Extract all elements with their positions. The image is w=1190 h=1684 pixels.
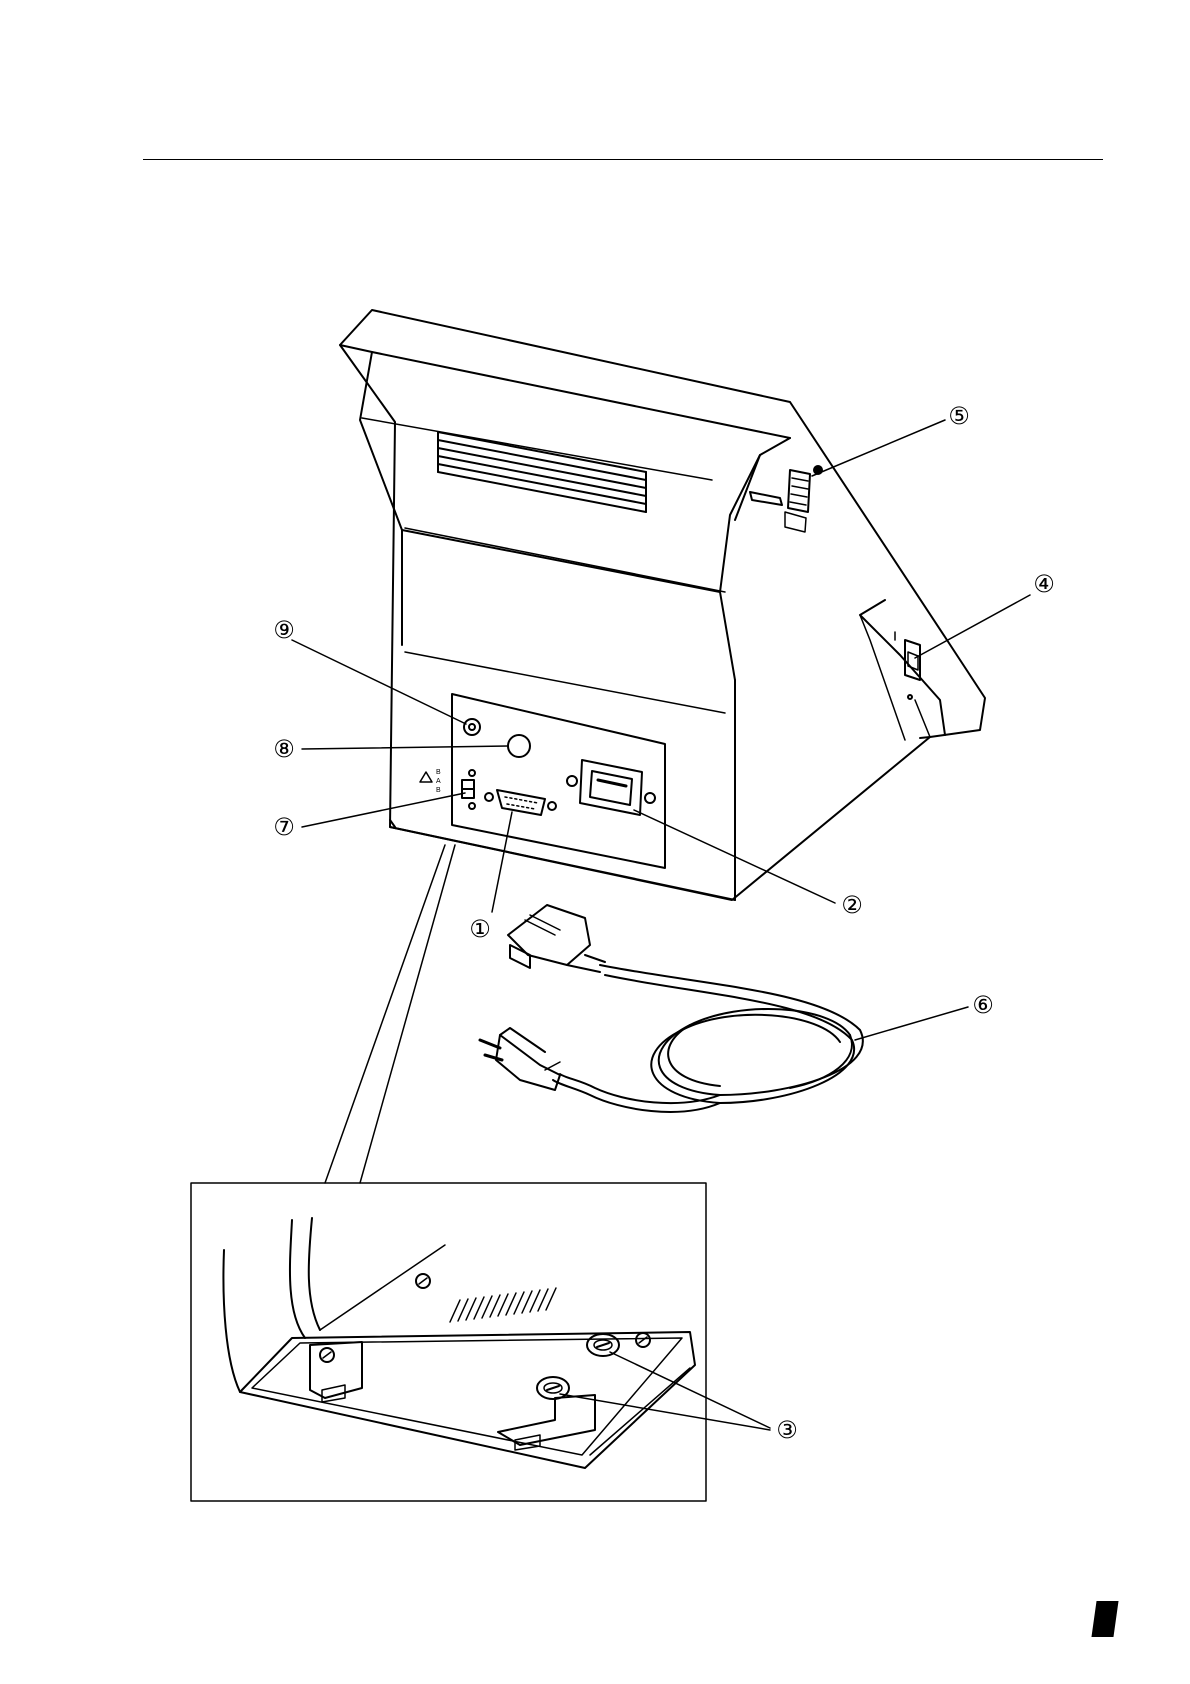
callout-7: ⑦ — [273, 813, 295, 841]
jack-9 — [464, 719, 480, 735]
power-cord-6 — [480, 905, 863, 1112]
callout-1: ① — [469, 915, 491, 943]
zoom-lines — [325, 845, 455, 1183]
serial-connector-1 — [485, 790, 556, 815]
connector-8 — [508, 735, 530, 757]
switch-markings — [420, 772, 432, 782]
warning-triangle-icon — [420, 772, 432, 782]
device-body — [340, 310, 985, 900]
callout-3: ③ — [776, 1416, 798, 1444]
callout-5: ⑤ — [948, 402, 970, 430]
power-inlet-2 — [567, 760, 655, 815]
callouts: ① ② ③ ④ ⑤ ⑥ ⑦ ⑧ ⑨ B A B — [273, 402, 1055, 1444]
callout-8: ⑧ — [273, 735, 295, 763]
switch-mark-top: B — [436, 769, 441, 776]
callout-4: ④ — [1033, 570, 1055, 598]
inset-bottom-view — [191, 1183, 706, 1501]
callout-9: ⑨ — [273, 616, 295, 644]
switch-mark-mid: A — [436, 778, 441, 785]
callout-6: ⑥ — [972, 991, 994, 1019]
power-switch-4 — [895, 632, 920, 699]
vent-slats — [438, 432, 646, 512]
switch-mark-bottom: B — [436, 787, 441, 794]
callout-2: ② — [841, 891, 863, 919]
connector-panel — [452, 694, 665, 868]
side-dial-5 — [750, 466, 822, 532]
